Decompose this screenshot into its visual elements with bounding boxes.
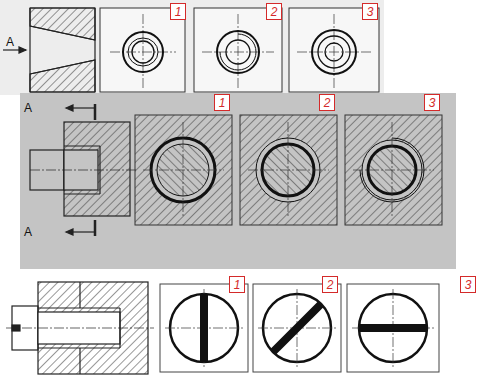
option-number-box: 2	[319, 94, 335, 111]
option-number: 2	[324, 97, 331, 109]
option-number-box: 1	[229, 276, 245, 293]
section-letter: A	[6, 36, 14, 48]
option-number-box: 2	[322, 276, 338, 293]
option-number-box: 2	[266, 3, 282, 20]
option-number: 3	[367, 6, 374, 18]
option-number: 3	[429, 97, 436, 109]
option-number: 2	[271, 6, 278, 18]
option-number: 1	[234, 279, 241, 291]
option-number-box: 1	[214, 94, 230, 111]
option-number-box: 3	[460, 276, 476, 293]
section-letter: A	[24, 102, 32, 114]
option-number: 3	[465, 279, 472, 291]
option-number: 2	[327, 279, 334, 291]
section-letter: A	[24, 226, 32, 238]
option-number-box: 3	[362, 3, 378, 20]
option-number: 1	[219, 97, 226, 109]
option-number-box: 3	[424, 94, 440, 111]
option-number-box: 1	[170, 3, 186, 20]
option-number: 1	[175, 6, 182, 18]
